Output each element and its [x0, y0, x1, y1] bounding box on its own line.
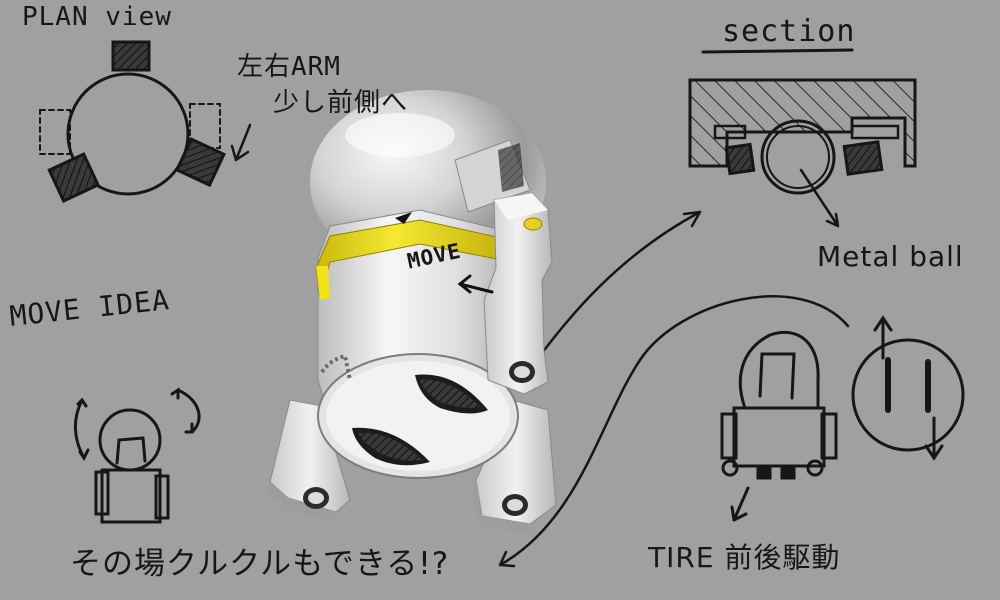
robot-render — [268, 90, 557, 534]
plan-arm-left — [47, 152, 101, 203]
robot-arm-right — [483, 192, 553, 395]
robot-leg-front — [472, 399, 557, 534]
metal-ball-leader — [799, 168, 840, 228]
plan-arm-dashed-left — [39, 109, 71, 155]
metal-ball — [760, 119, 836, 195]
spin-note: その場クルクルもできる!? — [70, 546, 450, 582]
section-label: section — [722, 14, 856, 49]
tire-note: TIRE 前後駆動 — [648, 541, 841, 574]
section-tire-left — [724, 142, 756, 176]
plan-view-label: PLAN view — [22, 2, 172, 32]
section-body — [688, 78, 917, 168]
plan-arm-right — [174, 137, 226, 188]
move-idea-sketch — [74, 387, 201, 524]
arrow-to-spin-text — [498, 295, 850, 568]
section-sketch — [688, 48, 917, 228]
move-arrow — [457, 274, 494, 294]
section-tire-right — [842, 140, 884, 176]
arm-note-line1: 左右ARM — [237, 52, 341, 82]
arrow-to-section — [533, 210, 702, 364]
plan-arrow — [230, 123, 252, 162]
plan-top-tire — [111, 40, 151, 72]
tire-sketch — [720, 315, 965, 522]
robot-leg-back-left — [268, 399, 351, 522]
metal-ball-label: Metal ball — [817, 240, 964, 273]
plan-view-sketch — [39, 40, 252, 203]
arm-note-line2: 少し前側へ — [273, 88, 409, 118]
